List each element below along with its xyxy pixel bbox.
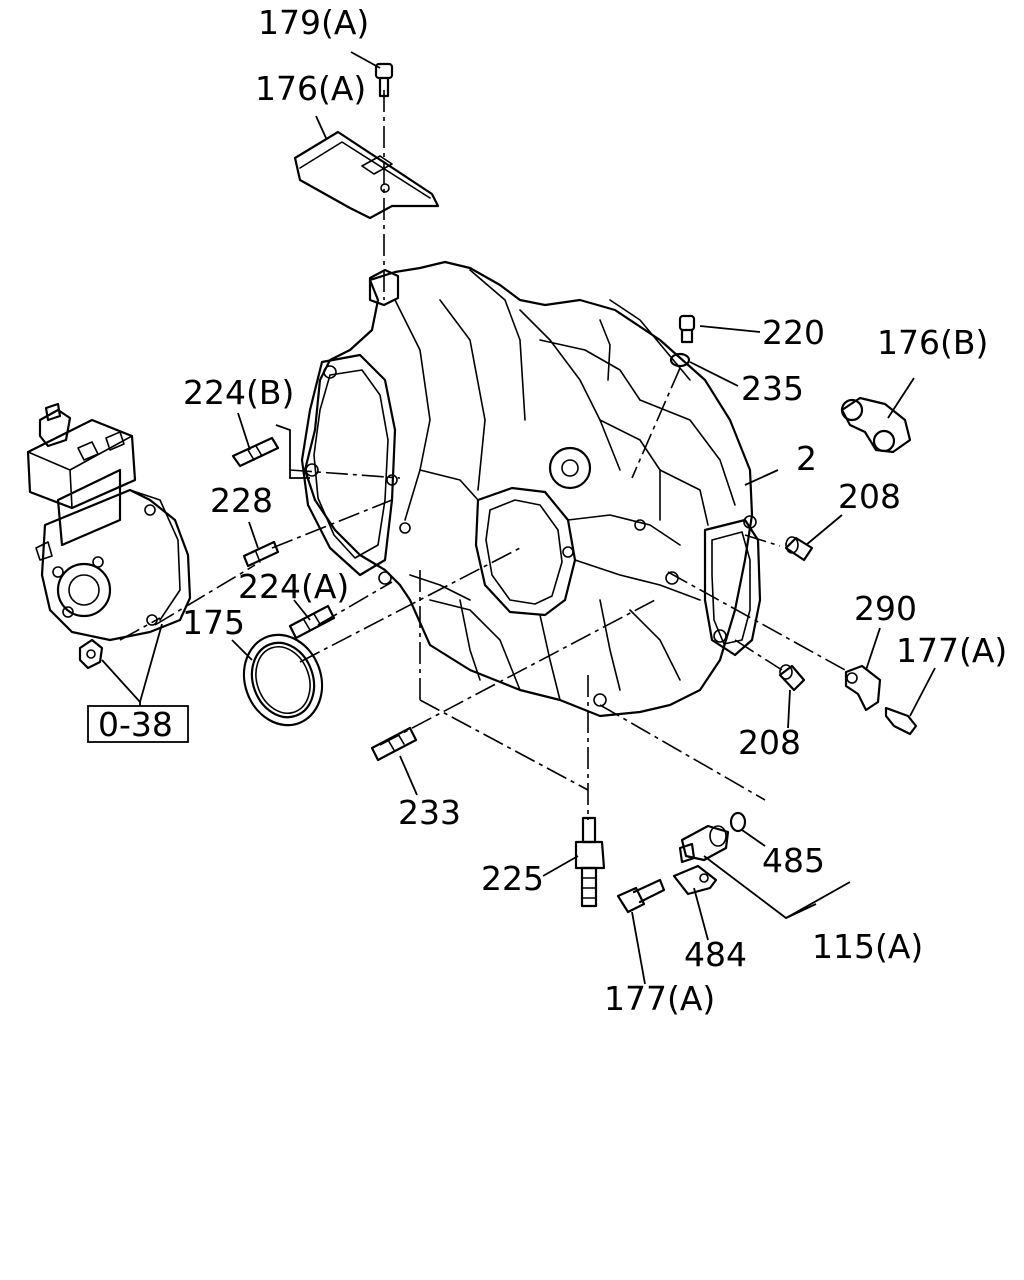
callout-208-top: 208 xyxy=(838,477,901,516)
dowel-208-top xyxy=(784,536,814,562)
callout-220: 220 xyxy=(762,313,825,352)
bracket-176b xyxy=(840,396,912,454)
callout-177a-right: 177(A) xyxy=(896,631,1007,670)
bolt-179a xyxy=(374,62,394,98)
callout-176a: 176(A) xyxy=(255,69,366,108)
callout-177a-bottom: 177(A) xyxy=(604,979,715,1018)
callout-485: 485 xyxy=(762,841,825,880)
callout-225: 225 xyxy=(481,859,544,898)
bolt-177a-bottom xyxy=(616,878,666,914)
callout-208-bottom: 208 xyxy=(738,723,801,762)
callout-290: 290 xyxy=(854,589,917,628)
callout-176b: 176(B) xyxy=(877,323,988,362)
dowel-208-bottom xyxy=(778,664,806,692)
callout-2: 2 xyxy=(796,439,817,478)
pin-290 xyxy=(844,664,882,712)
sensor-115a xyxy=(678,824,730,864)
callout-228: 228 xyxy=(210,481,273,520)
callout-179a: 179(A) xyxy=(258,3,369,42)
callout-115a: 115(A) xyxy=(812,927,923,966)
plug-225 xyxy=(574,816,606,908)
callout-224a: 224(A) xyxy=(238,567,349,606)
callout-233: 233 xyxy=(398,793,461,832)
leader-lines xyxy=(101,51,936,985)
o-ring-235 xyxy=(669,352,691,368)
stud-228 xyxy=(242,540,280,568)
o-ring-485 xyxy=(729,811,747,833)
stud-224b xyxy=(231,436,280,468)
reference-box xyxy=(87,705,189,743)
callout-175: 175 xyxy=(182,603,245,642)
bolt-177a-right xyxy=(884,706,918,736)
callout-labels: 179(A) 176(A) 220 176(B) 235 224(B) 2 22… xyxy=(98,3,1007,1018)
callout-235: 235 xyxy=(741,369,804,408)
centerlines xyxy=(119,90,846,820)
stud-224a xyxy=(288,604,336,640)
callout-224b: 224(B) xyxy=(183,373,294,412)
callout-484: 484 xyxy=(684,935,747,974)
callout-0-38: 0-38 xyxy=(98,705,173,744)
bolt-220 xyxy=(678,314,696,344)
bracket-484 xyxy=(672,864,718,896)
oil-seal-175 xyxy=(242,633,324,727)
stud-233 xyxy=(370,726,418,762)
cover-plate-176a xyxy=(293,130,440,220)
flywheel-housing xyxy=(300,260,762,718)
air-compressor xyxy=(26,402,192,642)
nut-0-38 xyxy=(78,638,104,670)
